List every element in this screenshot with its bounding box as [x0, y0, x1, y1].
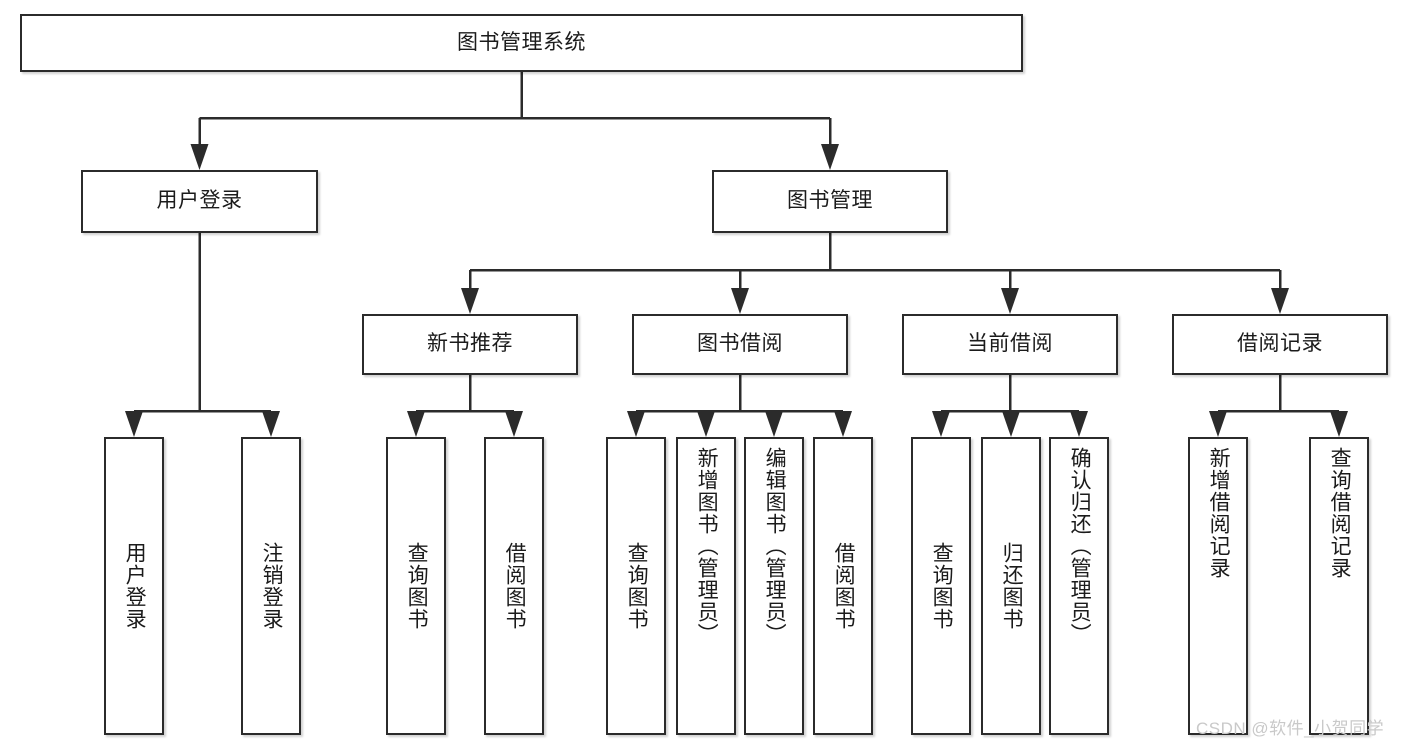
node-root[interactable]: 图书管理系统 [20, 14, 1023, 72]
leaf-new-book-1[interactable]: 查询图书 [386, 437, 446, 735]
leaf-book-borrow-4-label: 借阅图书 [832, 542, 856, 630]
node-new-book-recommend[interactable]: 新书推荐 [362, 314, 578, 375]
leaf-borrow-record-2[interactable]: 查询借阅记录 [1309, 437, 1369, 735]
node-current-borrow[interactable]: 当前借阅 [902, 314, 1118, 375]
node-current-borrow-label: 当前借阅 [967, 332, 1053, 356]
leaf-book-borrow-1[interactable]: 查询图书 [606, 437, 666, 735]
leaf-borrow-record-2-label: 查询借阅记录 [1328, 447, 1352, 579]
node-book-borrow-label: 图书借阅 [697, 332, 783, 356]
leaf-current-borrow-1-label: 查询图书 [930, 542, 954, 630]
leaf-current-borrow-3-label: 确认归还（管理员） [1068, 447, 1092, 645]
leaf-new-book-1-label: 查询图书 [405, 542, 429, 630]
leaf-book-borrow-2[interactable]: 新增图书（管理员） [676, 437, 736, 735]
leaf-book-borrow-4[interactable]: 借阅图书 [813, 437, 873, 735]
leaf-new-book-2[interactable]: 借阅图书 [484, 437, 544, 735]
leaf-book-borrow-2-label: 新增图书（管理员） [695, 447, 719, 645]
node-root-label: 图书管理系统 [457, 30, 586, 54]
leaf-book-borrow-1-label: 查询图书 [625, 542, 649, 630]
leaf-user-login-1[interactable]: 用户登录 [104, 437, 164, 735]
node-user-login[interactable]: 用户登录 [81, 170, 318, 233]
leaf-current-borrow-2-label: 归还图书 [1000, 542, 1024, 630]
leaf-book-borrow-3-label: 编辑图书（管理员） [763, 447, 787, 645]
leaf-borrow-record-1-label: 新增借阅记录 [1207, 447, 1231, 579]
leaf-user-login-2[interactable]: 注销登录 [241, 437, 301, 735]
leaf-user-login-1-label: 用户登录 [123, 542, 147, 630]
node-borrow-record-label: 借阅记录 [1237, 332, 1323, 356]
node-new-book-recommend-label: 新书推荐 [427, 332, 513, 356]
node-user-login-label: 用户登录 [156, 189, 243, 213]
leaf-book-borrow-3[interactable]: 编辑图书（管理员） [744, 437, 804, 735]
leaf-current-borrow-1[interactable]: 查询图书 [911, 437, 971, 735]
node-book-borrow[interactable]: 图书借阅 [632, 314, 848, 375]
leaf-user-login-2-label: 注销登录 [260, 542, 284, 630]
node-borrow-record[interactable]: 借阅记录 [1172, 314, 1388, 375]
node-book-management[interactable]: 图书管理 [712, 170, 948, 233]
leaf-borrow-record-1[interactable]: 新增借阅记录 [1188, 437, 1248, 735]
node-book-management-label: 图书管理 [787, 189, 873, 213]
leaf-current-borrow-2[interactable]: 归还图书 [981, 437, 1041, 735]
leaf-new-book-2-label: 借阅图书 [503, 542, 527, 630]
leaf-current-borrow-3[interactable]: 确认归还（管理员） [1049, 437, 1109, 735]
